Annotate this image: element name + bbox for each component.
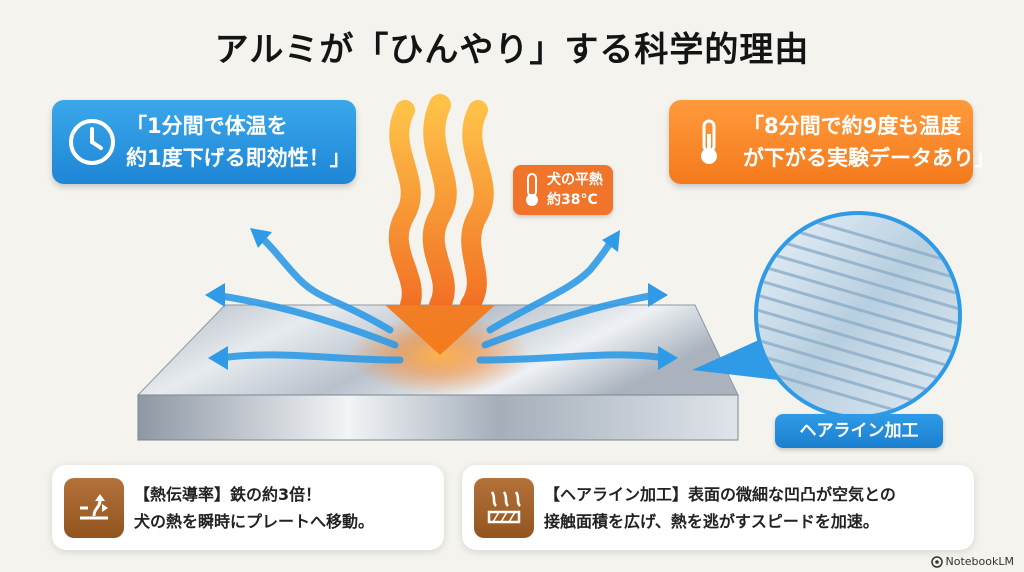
airflow-arrowheads: [205, 228, 678, 370]
notebooklm-logo-icon: [930, 555, 943, 568]
heat-flow: [385, 94, 495, 355]
callout-left-line1: 「1分間で体温を: [126, 114, 288, 138]
temp-tag-line1: 犬の平熱: [547, 172, 603, 188]
card-left-line2: 犬の熱を瞬時にプレートへ移動。: [134, 511, 375, 531]
card-right-line2: 接触面積を広げ、熱を逃がすスピードを加速。: [544, 511, 879, 531]
callout-experiment-data: 「8分間で約9度も温度 が下がる実験データあり」: [669, 100, 995, 184]
info-card-thermal-conductivity: 【熱伝導率】鉄の約3倍！ 犬の熱を瞬時にプレートへ移動。: [52, 465, 444, 550]
brushed-texture: [758, 215, 958, 415]
temp-tag-line2: 約38°C: [547, 192, 598, 208]
card-left-line1: 【熱伝導率】鉄の約3倍！: [134, 484, 322, 504]
callout-cooling-speed: 「1分間で体温を 約1度下げる即効性！」: [52, 100, 356, 184]
brand-text: NotebookLM: [945, 555, 1014, 568]
callout-right-line1: 「8分間で約9度も温度: [743, 114, 962, 138]
hairline-finish-label: ヘアライン加工: [775, 414, 943, 448]
page-title: アルミが「ひんやり」する科学的理由: [214, 30, 810, 70]
callout-left-line2: 約1度下げる即効性！」: [126, 146, 351, 170]
heat-transfer-icon: [64, 477, 124, 538]
aluminum-plate-edge: [137, 394, 739, 441]
cool-airflow: [211, 234, 669, 364]
thermometer-icon: [701, 119, 717, 164]
callout-right-line2: が下がる実験データあり」: [743, 146, 995, 170]
thermometer-icon: [526, 173, 538, 206]
zoom-pointer: [692, 335, 778, 380]
card-right-line1: 【ヘアライン加工】表面の微細な凹凸が空気との: [544, 484, 896, 504]
surface-airflow-icon: [474, 477, 534, 538]
heat-arrow-head: [385, 305, 495, 355]
brand-watermark: NotebookLM: [930, 555, 1014, 568]
clock-icon: [69, 119, 115, 165]
info-card-hairline-finish: 【ヘアライン加工】表面の微細な凹凸が空気との 接触面積を広げ、熱を逃がすスピード…: [462, 465, 974, 550]
dog-temperature-tag: 犬の平熱 約38°C: [513, 165, 613, 215]
